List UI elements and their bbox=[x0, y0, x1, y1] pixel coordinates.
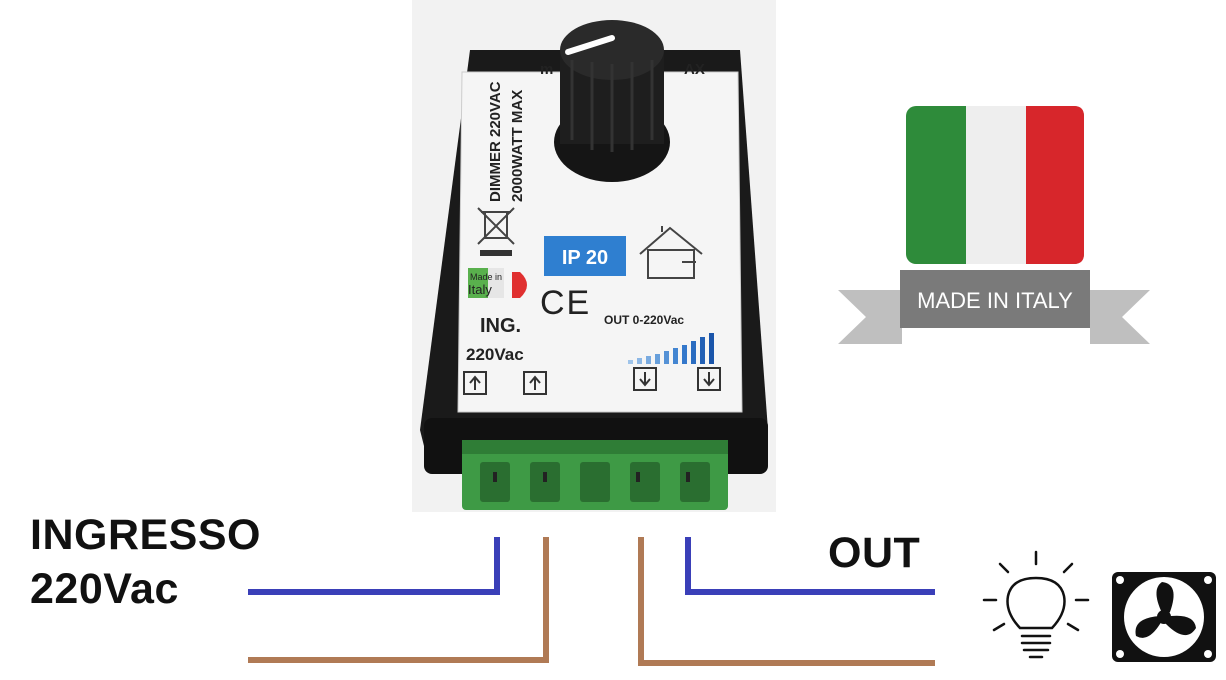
house-icon bbox=[639, 226, 703, 279]
device-title: DIMMER 220VAC 2000WATT MAX bbox=[487, 81, 526, 202]
dimmer-knob[interactable] bbox=[554, 20, 670, 182]
output-wires bbox=[638, 537, 935, 666]
device-title-line1: DIMMER 220VAC bbox=[487, 81, 504, 202]
fan-icon bbox=[1112, 572, 1216, 662]
arrow-up-icon bbox=[523, 371, 547, 395]
device-title-line2: 2000WATT MAX bbox=[509, 90, 526, 202]
ip-rating-text: IP 20 bbox=[562, 247, 608, 269]
output-blue-wire bbox=[685, 537, 935, 595]
input-brown-wire bbox=[248, 537, 549, 663]
arrow-down-icon bbox=[697, 367, 721, 391]
arrow-down-icon bbox=[633, 367, 657, 391]
made-in-italy-badge: MADE IN ITALY bbox=[838, 106, 1150, 344]
ce-mark: CE bbox=[540, 284, 591, 322]
terminal-arrow-icons bbox=[463, 367, 721, 395]
ing-label: ING. bbox=[480, 315, 521, 337]
dimmer-device: DIMMER 220VAC 2000WATT MAX m AX bbox=[420, 20, 768, 510]
ing-voltage-label: 220Vac bbox=[466, 345, 524, 364]
ribbon-right-tail bbox=[1090, 290, 1150, 344]
input-label-line2: 220Vac bbox=[30, 565, 179, 613]
italy-text: Italy bbox=[468, 282, 492, 297]
made-in-text: Made in bbox=[470, 272, 502, 282]
ramp-bars-icon bbox=[628, 333, 714, 364]
brand-text-end: AX bbox=[684, 61, 705, 78]
terminal-block bbox=[462, 440, 728, 510]
out-voltage-label: OUT 0-220Vac bbox=[604, 313, 684, 327]
ip-rating-box bbox=[544, 236, 626, 276]
ribbon-left-tail bbox=[838, 290, 902, 344]
mini-flag-green bbox=[468, 268, 488, 298]
weee-bin-icon bbox=[477, 207, 515, 256]
mini-flag-d-logo bbox=[512, 272, 527, 298]
flag-white bbox=[966, 106, 1026, 264]
knob-indicator bbox=[565, 35, 615, 55]
light-bulb-icon bbox=[982, 550, 1090, 659]
output-label: OUT bbox=[828, 529, 921, 577]
mini-flag-white bbox=[488, 268, 504, 298]
flag-red bbox=[1026, 106, 1084, 264]
input-wires bbox=[248, 537, 549, 663]
brand-text-start: m bbox=[540, 61, 553, 78]
input-label-line1: INGRESSO bbox=[30, 511, 261, 559]
made-in-italy-text: MADE IN ITALY bbox=[917, 288, 1073, 313]
ribbon-band bbox=[900, 270, 1090, 328]
arrow-up-icon bbox=[463, 371, 487, 395]
input-blue-wire bbox=[248, 537, 500, 595]
output-brown-wire bbox=[638, 537, 935, 666]
